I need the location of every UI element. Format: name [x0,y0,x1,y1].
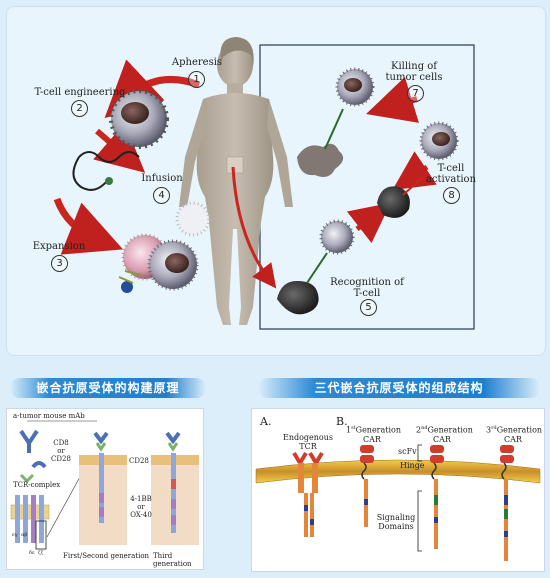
first-generation-number: 1 [346,425,352,435]
step-engineering-number: 2 [71,100,88,117]
chain-label-2: αβ [21,532,28,538]
infusion-arrow [231,166,277,289]
third-generation-number: 3 [486,425,492,435]
step-expansion-label: Expansion [32,241,86,252]
panel-a-label: A. [260,415,272,428]
third-generation-label: 3rdGeneration CAR [486,415,543,444]
step-activation-label: T-cell activation [425,163,477,185]
scfv-bracket [417,444,422,462]
tcr-complex-label: TCR-complex [13,481,61,489]
mab-label: a-tumor mouse mAb [13,412,85,420]
panel-b-label: B. [336,415,348,428]
car-generations-illustration [255,444,541,561]
second-generation-text: Generation CAR [427,425,473,444]
costim-label: 4-1BB or OX-40 [130,495,152,519]
activation-scene [377,121,459,218]
step-engineering-label: T-cell engineering [34,87,126,98]
signaling-domains-label: Signaling Domains [376,513,416,531]
third-generation-car [500,445,514,561]
engineered-t-cell [109,89,169,149]
expanded-t-cells [118,233,199,293]
chain-label-3: δε [29,550,35,556]
car-construction-banner: 嵌合抗原受体的构建原理 [10,378,206,398]
step-recognition-label: Recognition of T-cell [330,277,404,299]
second-generation-number: 2 [416,425,422,435]
step-expansion-number: 3 [51,255,68,272]
third-generation-text: Generation CAR [496,425,543,444]
endogenous-tcr [292,451,324,537]
step-infusion-label: Infusion [141,173,183,184]
cd28-label: CD28 [129,457,149,465]
gene-vector [78,151,140,163]
car-generations-panel: A. B. Endogenous TCR 1stGeneration CAR 2… [251,408,545,572]
expansion-arrow [53,197,123,255]
activation-arrow [392,151,437,191]
car-t-process-panel: Apheresis 1 T-cell engineering 2 Expansi… [6,6,546,356]
step-killing-label: Killing of tumor cells [385,61,443,83]
car-construction-illustration [10,420,199,550]
first-second-generation-label: First/Second generation [63,552,150,560]
step-apheresis-label: Apheresis [171,57,223,68]
third-generation-label: Third generation [153,552,192,568]
cd8-cd28-label: CD8 or CD28 [51,439,71,463]
step-recognition-number: 5 [360,299,377,316]
second-generation-label: 2ndGeneration CAR [416,415,473,444]
first-generation-car [360,445,374,527]
first-generation-text: Generation CAR [355,425,402,444]
cell-membrane [255,459,541,484]
hinge-label: Hinge [400,461,425,470]
step-killing-number: 7 [407,85,424,102]
step-apheresis-number: 1 [188,71,205,88]
step-activation-number: 8 [443,187,460,204]
engineering-arrow [93,123,146,173]
third-generation-sup: rd [491,425,497,431]
endogenous-tcr-label: Endogenous TCR [282,433,333,451]
car-generations-banner: 三代嵌合抗原受体的组成结构 [258,378,540,398]
first-generation-sup: st [351,425,356,431]
second-generation-car [430,445,444,549]
chain-label-1: εγ [12,532,18,538]
signaling-bracket [417,490,422,552]
killing-scene [297,67,375,177]
car-construction-panel: a-tumor mouse mAb CD8 or CD28 TCR-comple… [6,408,204,570]
infused-t-cell [175,201,211,237]
car-t-process-illustration [53,37,475,330]
recognition-scene [277,219,355,315]
chain-label-4: ζζ [38,550,44,556]
second-generation-sup: nd [421,425,428,431]
step-infusion-number: 4 [153,187,170,204]
scfv-label: scFv [398,447,417,456]
recognition-arrow [346,202,391,244]
first-generation-label: 1stGeneration CAR [346,415,402,444]
